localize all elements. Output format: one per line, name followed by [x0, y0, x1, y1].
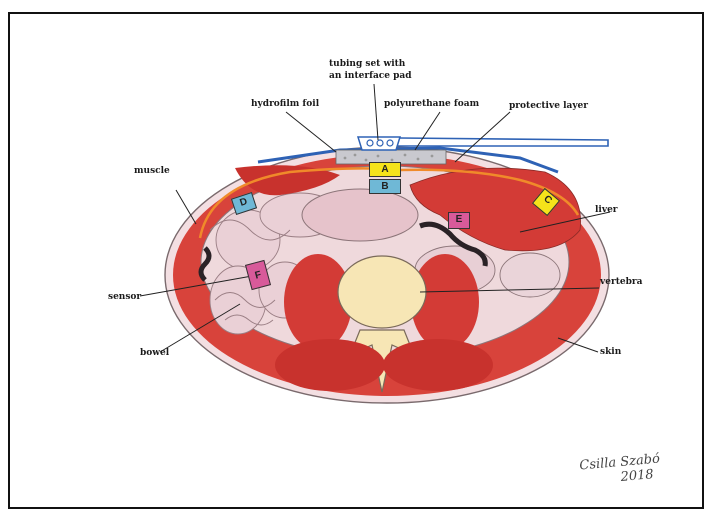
label-protective: protective layer [509, 101, 588, 112]
interface-pad [358, 137, 400, 150]
sensor-a: A [369, 162, 401, 177]
label-tubing-line2: an interface pad [329, 71, 412, 82]
sensor-b: B [369, 179, 401, 194]
back-muscle-right [383, 339, 493, 391]
label-polyurethane: polyurethane foam [384, 99, 479, 110]
back-muscle-left [275, 339, 385, 391]
vertebra-body [338, 256, 426, 328]
sensor-e: E [448, 212, 470, 229]
label-liver: liver [595, 205, 618, 216]
label-sensor: sensor [108, 292, 141, 303]
label-skin: skin [600, 347, 621, 358]
label-tubing: tubing set with [329, 59, 405, 70]
label-vertebra: vertebra [600, 277, 642, 288]
label-hydrofilm: hydrofilm foil [251, 99, 319, 110]
label-bowel: bowel [140, 348, 169, 359]
tubing-set [398, 138, 608, 146]
stomach-region [302, 189, 418, 241]
label-muscle: muscle [134, 166, 170, 177]
